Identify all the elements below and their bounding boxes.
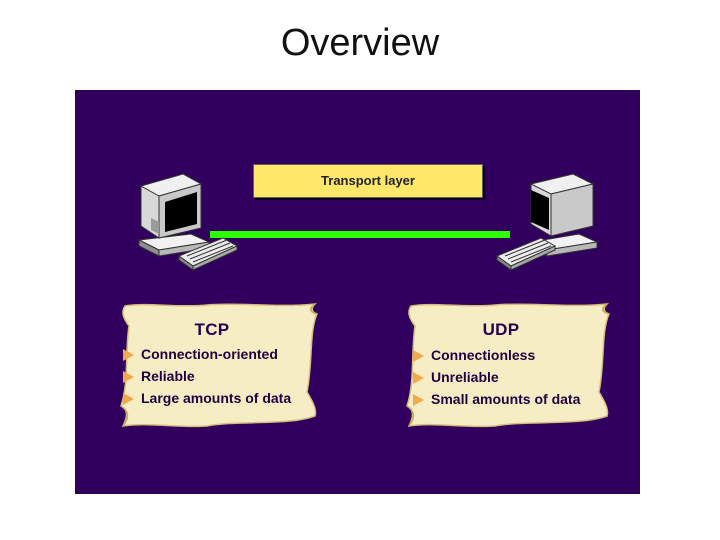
tcp-scroll: TCP Connection-oriented Reliable Large a… (117, 302, 327, 430)
network-link (210, 231, 510, 238)
list-item: Connectionless (413, 344, 580, 366)
udp-scroll: UDP Connectionless Unreliable Small amou… (403, 302, 619, 430)
scroll-icon (120, 303, 319, 428)
transport-layer-box: Transport layer (253, 164, 483, 198)
list-item: Reliable (123, 365, 291, 387)
list-item: Large amounts of data (123, 387, 291, 409)
left-computer-icon (137, 173, 239, 271)
list-item: Unreliable (413, 366, 580, 388)
bullet-arrow-icon (123, 349, 134, 361)
diagram-panel: Transport layer (75, 90, 640, 494)
bullet-arrow-icon (413, 372, 424, 384)
bullet-arrow-icon (413, 350, 424, 362)
udp-feature-list: Connectionless Unreliable Small amounts … (413, 344, 580, 410)
list-item: Connection-oriented (123, 343, 291, 365)
list-item: Small amounts of data (413, 388, 580, 410)
tcp-title: TCP (194, 320, 230, 339)
slide-title: Overview (280, 22, 440, 64)
tcp-feature-list: Connection-oriented Reliable Large amoun… (123, 343, 291, 409)
right-computer-icon (495, 173, 599, 271)
scroll-icon (406, 303, 611, 428)
udp-title: UDP (482, 320, 520, 339)
bullet-arrow-icon (123, 393, 134, 405)
bullet-arrow-icon (413, 394, 424, 406)
bullet-arrow-icon (123, 371, 134, 383)
